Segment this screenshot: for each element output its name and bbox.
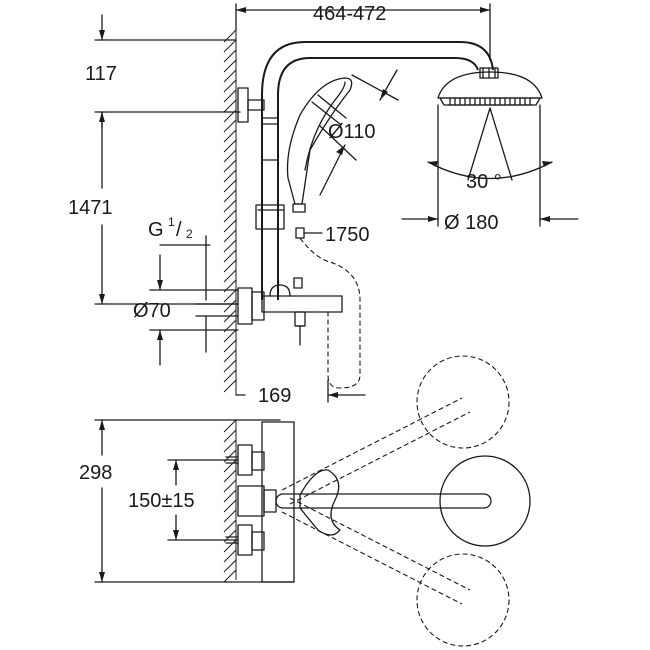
label-thread-slash: /: [176, 219, 182, 241]
wall-hatch-line: [223, 459, 237, 473]
label-handshower-dia: Ø110: [328, 121, 375, 143]
wall-hatch-line: [223, 69, 237, 83]
dimension-lines: [94, 3, 579, 583]
wall-hatch-line: [223, 469, 237, 483]
label-arm-reach: 464-472: [313, 3, 386, 25]
label-spout-projection: 169: [258, 385, 291, 407]
label-flange-dia: Ø70: [133, 300, 171, 322]
wall-hatch-line: [223, 259, 237, 273]
label-top-offset: 117: [85, 63, 117, 85]
wall-hatch-line: [223, 79, 237, 93]
dimension-labels: 464-472 117 1471 G 1 / 2 Ø70 Ø110 30 ° Ø…: [68, 3, 502, 512]
wall-hatch-line: [223, 499, 237, 513]
label-hose-length: 1750: [325, 224, 370, 246]
shower-riser: [237, 41, 543, 389]
wall-hatch-line: [223, 119, 237, 133]
label-body-height: 298: [79, 462, 112, 484]
label-connection-spacing: 150±15: [128, 490, 195, 512]
wall-hatch-line: [223, 559, 237, 573]
wall-hatch-line: [223, 89, 237, 103]
wall-hatch-line: [223, 229, 237, 243]
wall-hatch-line: [223, 359, 237, 373]
wall-hatch-line: [223, 369, 237, 383]
wall-top-view: [223, 419, 237, 583]
label-thread-denominator: 2: [186, 227, 193, 241]
wall-hatch-line: [223, 299, 237, 313]
wall-hatch-line: [223, 569, 237, 583]
wall-hatch-line: [223, 489, 237, 503]
label-thread-g: G: [148, 219, 164, 241]
wall-hatch-line: [223, 139, 237, 153]
wall-hatch-line: [223, 159, 237, 173]
wall-hatch-line: [223, 509, 237, 523]
wall-hatch-line: [223, 189, 237, 203]
wall-hatch-line: [223, 519, 237, 533]
wall-hatch-line: [223, 39, 237, 53]
wall-hatch-line: [223, 349, 237, 363]
wall-hatch-line: [223, 99, 237, 113]
label-headshower-dia: Ø 180: [444, 212, 498, 234]
wall-hatch-line: [223, 129, 237, 143]
wall-hatch-line: [223, 49, 237, 63]
wall-hatch-line: [223, 379, 237, 393]
wall-hatch-line: [223, 439, 237, 453]
wall-hatch-line: [223, 149, 237, 163]
label-handshower-to-outlet: 1471: [68, 197, 113, 219]
wall-hatch-line: [223, 269, 237, 283]
wall-hatch-line: [223, 209, 237, 223]
wall-hatch-line: [223, 199, 237, 213]
wall-side-view: [223, 29, 237, 395]
wall-hatch-line: [223, 549, 237, 563]
wall-hatch-line: [223, 289, 237, 303]
wall-hatch-line: [223, 329, 237, 343]
wall-hatch-line: [223, 419, 237, 433]
wall-hatch-line: [223, 219, 237, 233]
wall-hatch-line: [223, 539, 237, 553]
wall-hatch-line: [223, 249, 237, 263]
label-spray-angle: 30 °: [466, 171, 502, 193]
wall-hatch-line: [223, 169, 237, 183]
wall-hatch-line: [223, 239, 237, 253]
wall-hatch-line: [223, 339, 237, 353]
wall-hatch-line: [223, 179, 237, 193]
wall-hatch-line: [223, 429, 237, 443]
wall-hatch-line: [223, 479, 237, 493]
label-thread-numerator: 1: [168, 215, 175, 229]
wall-hatch-line: [223, 59, 237, 73]
